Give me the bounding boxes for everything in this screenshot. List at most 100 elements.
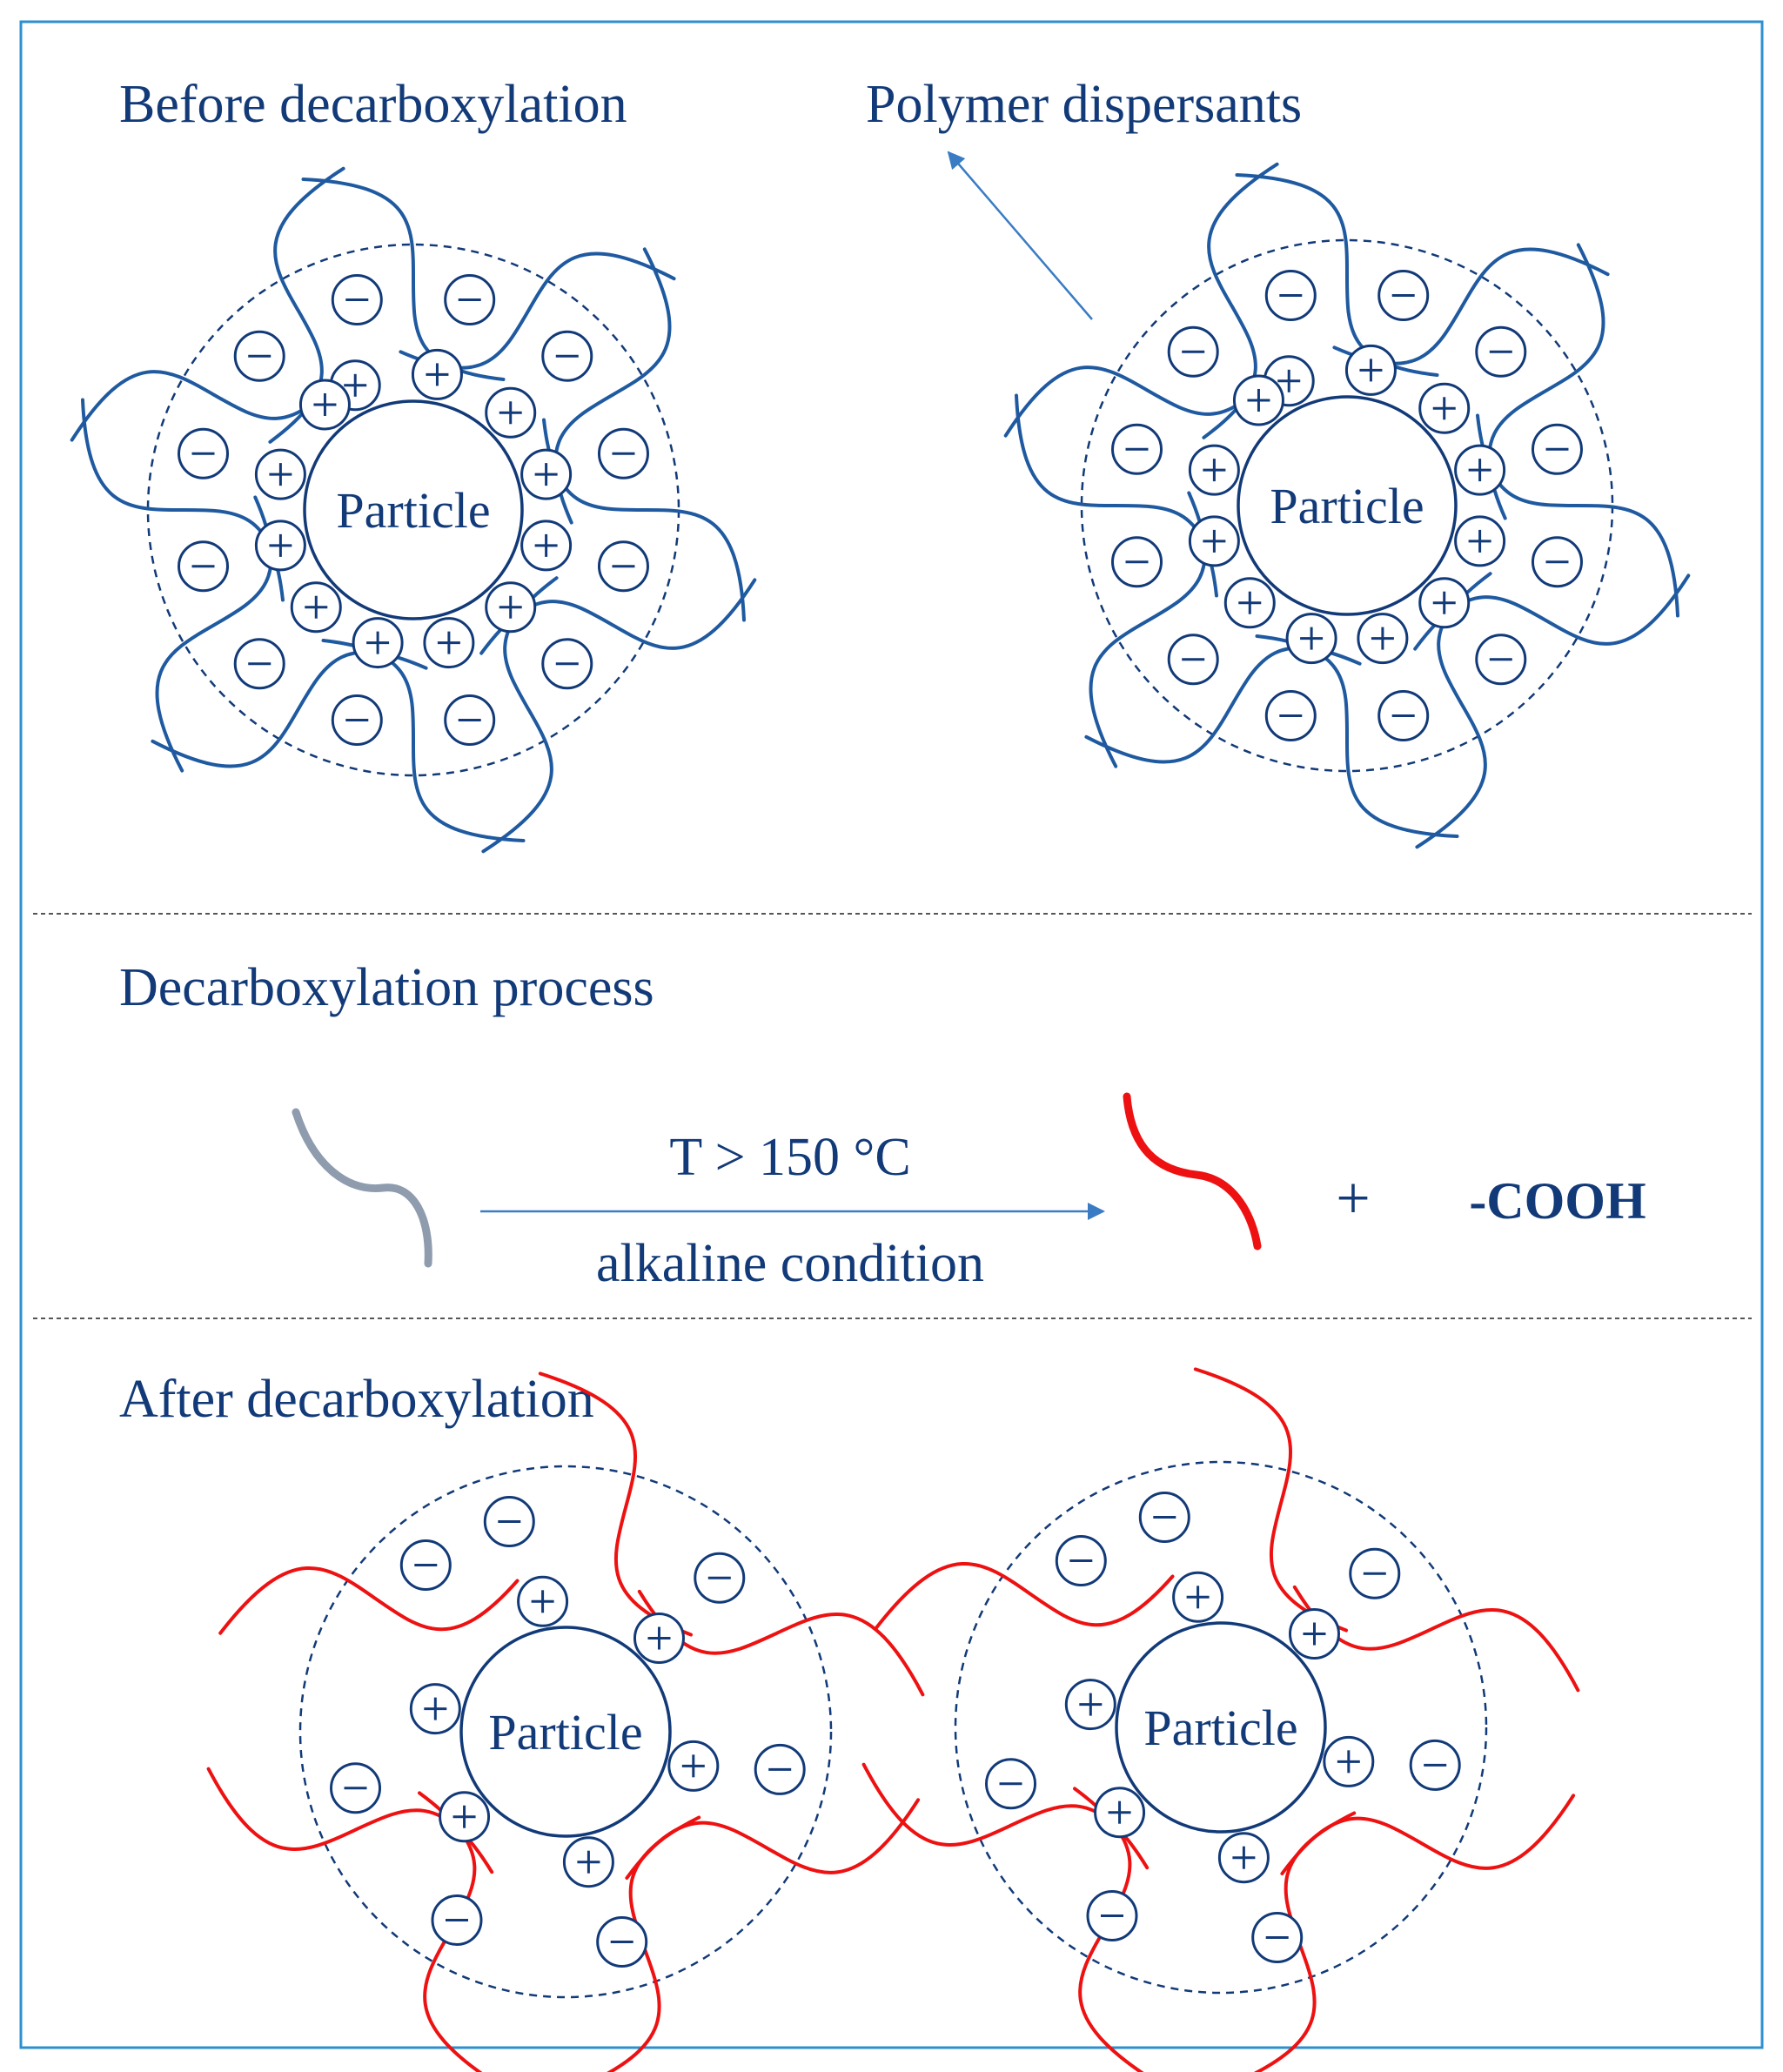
plus-in-circle-icon bbox=[411, 348, 463, 400]
dispersant-chain bbox=[151, 650, 428, 768]
plus-in-circle-icon bbox=[1288, 1608, 1340, 1660]
minus-in-circle-icon bbox=[178, 540, 230, 593]
particle-label: Particle bbox=[1270, 478, 1424, 534]
minus-in-circle-icon bbox=[596, 1915, 648, 1968]
plus-in-circle-icon bbox=[1418, 382, 1471, 434]
minus-in-circle-icon bbox=[1349, 1547, 1401, 1599]
plus-in-circle-icon bbox=[1454, 444, 1506, 496]
minus-in-circle-icon bbox=[754, 1743, 806, 1795]
minus-in-circle-icon bbox=[1251, 1911, 1304, 1963]
minus-in-circle-icon bbox=[444, 274, 496, 326]
dispersant-chain bbox=[399, 251, 676, 370]
minus-in-circle-icon bbox=[1409, 1739, 1461, 1791]
particle-label: Particle bbox=[336, 482, 490, 539]
particle-group-before-left: Particle bbox=[70, 166, 757, 854]
dispersant-chain bbox=[1487, 243, 1605, 520]
plus-in-circle-icon bbox=[254, 520, 306, 572]
minus-in-circle-icon bbox=[233, 330, 285, 382]
minus-in-circle-icon bbox=[597, 427, 649, 479]
plus-in-circle-icon bbox=[1064, 1679, 1116, 1731]
red-decarboxylated-chain bbox=[1123, 1092, 1262, 1251]
dispersant-chain bbox=[1332, 247, 1610, 365]
minus-in-circle-icon bbox=[1377, 689, 1430, 741]
plus-in-circle-icon bbox=[298, 379, 351, 431]
minus-in-circle-icon bbox=[1138, 1492, 1190, 1544]
plus-in-circle-icon bbox=[520, 448, 573, 500]
minus-in-circle-icon bbox=[330, 1762, 382, 1814]
plus-in-circle-icon bbox=[1323, 1735, 1375, 1787]
particle-core bbox=[459, 1626, 672, 1838]
particle-core bbox=[1115, 1621, 1327, 1834]
minus-in-circle-icon bbox=[444, 694, 496, 746]
minus-in-circle-icon bbox=[541, 330, 593, 382]
minus-in-circle-icon bbox=[597, 540, 649, 593]
particle-core bbox=[303, 399, 524, 620]
plus-in-circle-icon bbox=[517, 1575, 569, 1627]
minus-in-circle-icon bbox=[1086, 1890, 1138, 1942]
after-title: After decarboxylation bbox=[119, 1370, 594, 1429]
plus-in-circle-icon bbox=[562, 1836, 614, 1888]
dispersant-chain bbox=[625, 1798, 921, 1880]
particle-label: Particle bbox=[488, 1704, 642, 1760]
dispersant-label: Polymer dispersants bbox=[866, 75, 1302, 134]
minus-in-circle-icon bbox=[1055, 1534, 1107, 1586]
plus-in-circle-icon bbox=[290, 581, 342, 634]
minus-in-circle-icon bbox=[331, 694, 383, 746]
minus-in-circle-icon bbox=[1377, 270, 1430, 322]
particle-group-after-right: Particle bbox=[861, 1367, 1580, 2072]
dispersant-pointer-arrow bbox=[947, 151, 1093, 320]
dispersion-layer-boundary bbox=[954, 1460, 1488, 1995]
minus-in-circle-icon bbox=[1264, 689, 1317, 741]
plus-in-circle-icon bbox=[1188, 444, 1240, 496]
dispersant-chain bbox=[70, 365, 347, 442]
plus-in-circle-icon bbox=[423, 617, 475, 669]
minus-in-circle-icon bbox=[541, 638, 593, 690]
dispersant-chain bbox=[1089, 491, 1207, 768]
particle-group-before-right: Particle bbox=[1003, 162, 1691, 849]
minus-in-circle-icon bbox=[985, 1758, 1037, 1810]
minus-in-circle-icon bbox=[1167, 325, 1219, 378]
minus-in-circle-icon bbox=[1111, 536, 1163, 588]
plus-in-circle-icon bbox=[1223, 577, 1276, 629]
particle-core bbox=[1237, 395, 1458, 616]
plus-in-circle-icon bbox=[633, 1613, 685, 1665]
dispersant-chain bbox=[1280, 1794, 1576, 1875]
plus-in-circle-icon bbox=[1357, 613, 1409, 665]
plus-in-circle-icon bbox=[1172, 1571, 1224, 1623]
minus-in-circle-icon bbox=[694, 1552, 746, 1604]
gray-dispersant-chain bbox=[292, 1108, 432, 1268]
minus-in-circle-icon bbox=[1475, 634, 1527, 686]
plus-in-circle-icon bbox=[254, 448, 306, 500]
minus-in-circle-icon bbox=[178, 427, 230, 479]
dispersant-chain bbox=[538, 1371, 693, 1637]
minus-in-circle-icon bbox=[1475, 325, 1527, 378]
particle-label: Particle bbox=[1143, 1700, 1297, 1756]
plus-in-circle-icon bbox=[1418, 577, 1471, 629]
before-title: Before decarboxylation bbox=[119, 75, 627, 134]
minus-in-circle-icon bbox=[1531, 536, 1583, 588]
minus-in-circle-icon bbox=[431, 1894, 483, 1947]
plus-in-circle-icon bbox=[439, 1791, 491, 1843]
plus-in-circle-icon bbox=[352, 617, 404, 669]
minus-in-circle-icon bbox=[1111, 423, 1163, 475]
dispersant-chain bbox=[155, 495, 273, 773]
diagram-frame bbox=[19, 20, 1764, 2049]
reaction-condition-alkaline: alkaline condition bbox=[596, 1234, 984, 1293]
minus-in-circle-icon bbox=[331, 274, 383, 326]
plus-in-circle-icon bbox=[409, 1683, 461, 1735]
plus-in-circle-icon bbox=[520, 520, 573, 572]
plus-in-circle-icon bbox=[1188, 515, 1240, 567]
cooh-product-label: -COOH bbox=[1469, 1172, 1646, 1230]
plus-in-circle-icon bbox=[1094, 1787, 1146, 1839]
minus-in-circle-icon bbox=[483, 1496, 535, 1548]
plus-in-circle-icon bbox=[1285, 613, 1337, 665]
plus-in-circle-icon bbox=[485, 581, 537, 634]
dispersant-chain bbox=[553, 247, 672, 525]
dispersion-layer-boundary bbox=[298, 1465, 833, 1999]
minus-in-circle-icon bbox=[1167, 634, 1219, 686]
plus-in-circle-icon bbox=[1232, 374, 1284, 426]
plus-in-circle-icon bbox=[1217, 1832, 1270, 1884]
reaction-condition-temperature: T > 150 °C bbox=[669, 1128, 910, 1187]
dispersant-chain bbox=[218, 1566, 519, 1635]
